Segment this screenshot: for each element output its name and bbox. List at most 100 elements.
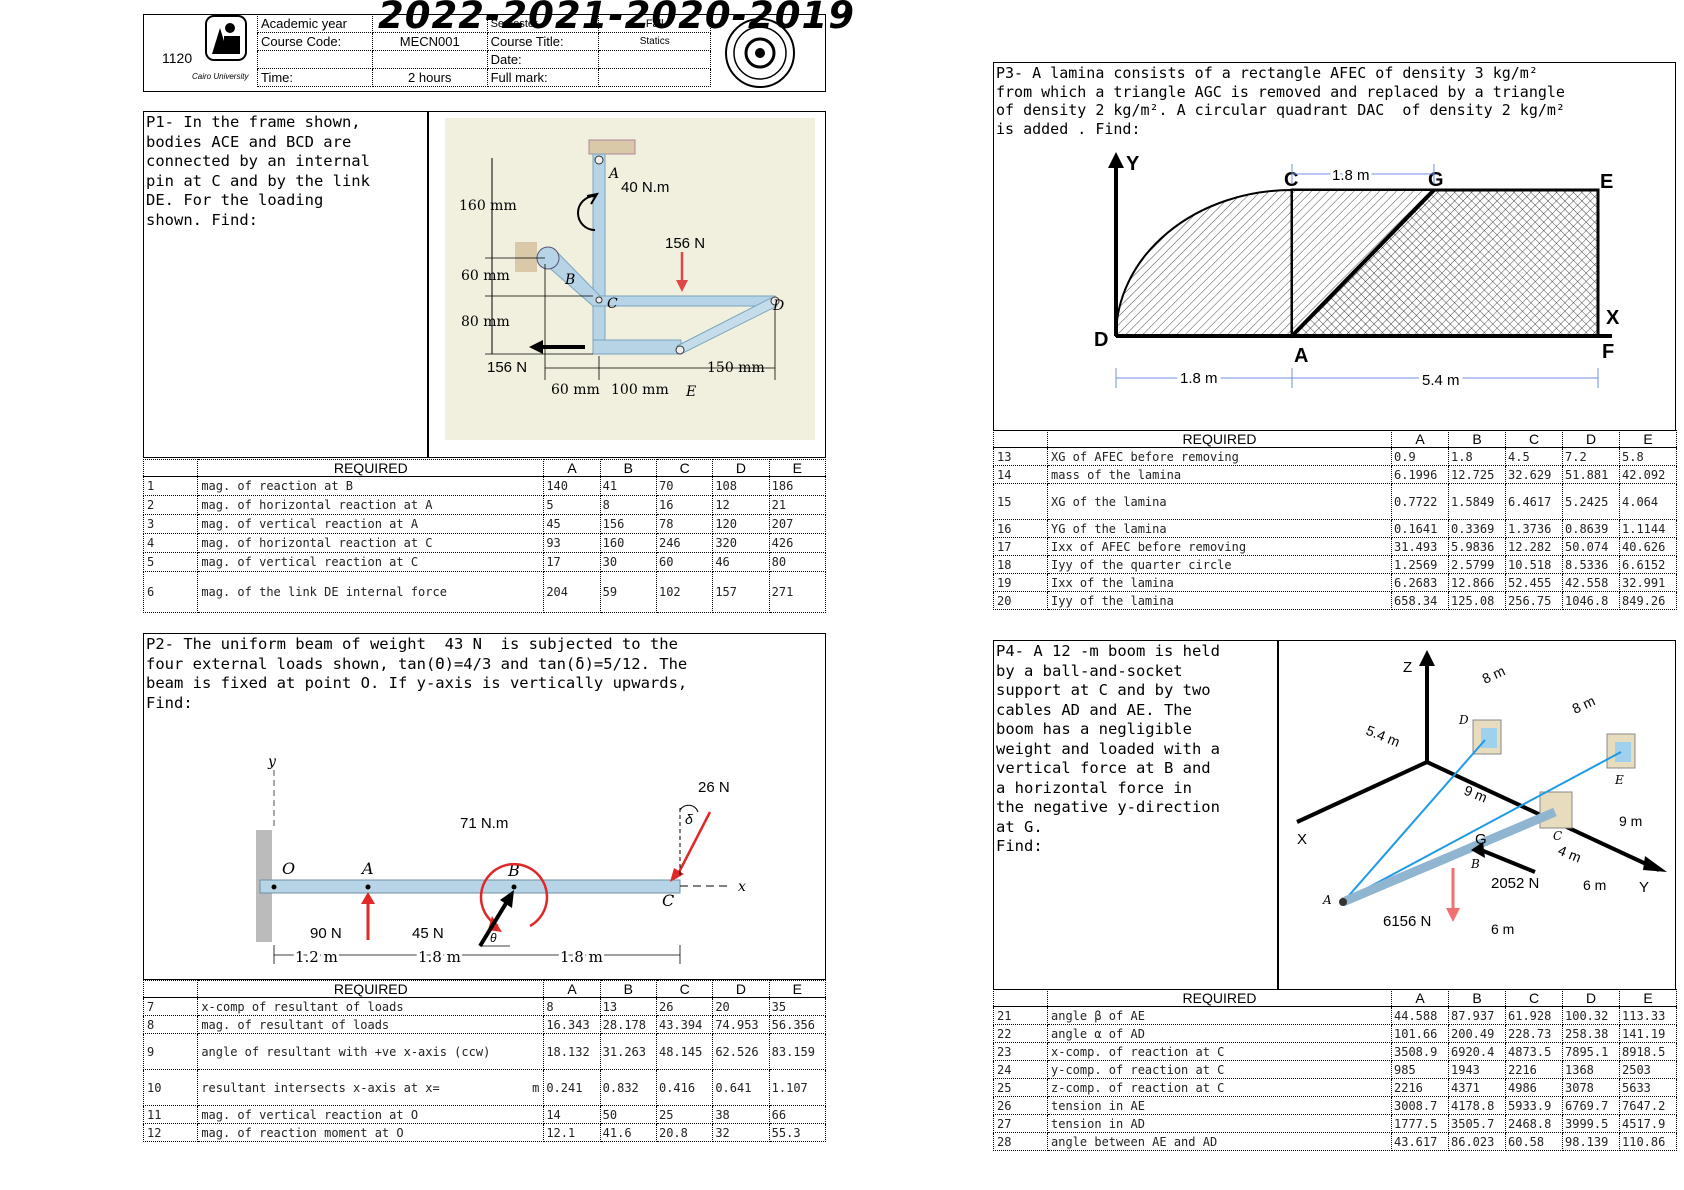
answer-value: 12.725: [1448, 465, 1506, 484]
answer-value: 44.588: [1391, 1006, 1449, 1025]
answer-value: 7647.2: [1619, 1096, 1677, 1115]
answer-value: 55.3: [768, 1123, 827, 1142]
required-item: mag. of horizontal reaction at A: [197, 495, 545, 515]
p1-moment-label: 40 N.m: [621, 179, 669, 196]
answer-value: 3505.7: [1448, 1114, 1506, 1133]
required-item: resultant intersects x-axis at x=m: [197, 1069, 545, 1106]
answer-value: 5633: [1619, 1078, 1677, 1097]
p1-divider: [427, 111, 429, 458]
required-item: YG of the lamina: [1047, 519, 1392, 538]
faculty-logo: [205, 15, 247, 61]
answer-value: 200.49: [1448, 1024, 1506, 1043]
answer-value: 4178.8: [1448, 1096, 1506, 1115]
col-e: E: [768, 459, 827, 477]
col-a: A: [543, 980, 601, 998]
required-header: REQUIRED: [197, 459, 545, 477]
col-a: A: [543, 459, 601, 477]
answer-value: 45: [543, 514, 601, 534]
answer-value: 31.263: [599, 1033, 657, 1070]
answer-value: 6.1996: [1391, 465, 1449, 484]
course-code: MECN001: [371, 32, 488, 51]
p3-label-Y: Y: [1126, 153, 1140, 175]
p3-label-A: A: [1294, 345, 1308, 367]
p2-beam-figure: y x O A B C 71 N.m 26 N δ 90 N 45 N θ 1.…: [256, 754, 746, 969]
p2-label-y: y: [267, 754, 277, 770]
answer-value: 2468.8: [1505, 1114, 1563, 1133]
required-item: mag. of resultant of loads: [197, 1015, 545, 1034]
answer-value: 32: [712, 1123, 770, 1142]
required-item: XG of AFEC before removing: [1047, 447, 1392, 466]
p1-dim-60b: 60 mm: [551, 382, 600, 398]
p2-label-C: C: [662, 891, 674, 910]
required-item: y-comp. of reaction at C: [1047, 1060, 1392, 1079]
p4-dim-4: 4 m: [1556, 842, 1584, 866]
answer-value: 256.75: [1505, 591, 1563, 610]
p1-label-A: A: [607, 166, 619, 182]
answer-value: 98.139: [1562, 1132, 1620, 1151]
answer-value: 13: [599, 997, 657, 1016]
answer-value: 38: [712, 1105, 770, 1124]
p1-label-C: C: [607, 296, 618, 312]
p3-dim-top: 1.8 m: [1332, 167, 1370, 184]
answer-value: 18.132: [543, 1033, 601, 1070]
answer-value: 6.6152: [1619, 555, 1677, 574]
p4-statement: P4- A 12 -m boom is held by a ball-and-s…: [996, 642, 1220, 855]
col-c: C: [655, 980, 714, 998]
answer-value: 0.641: [712, 1069, 770, 1106]
p1-label-D: D: [772, 298, 784, 314]
col-d: D: [1562, 430, 1620, 448]
answer-value: 6.2683: [1391, 573, 1449, 592]
answer-value: 52.455: [1505, 573, 1563, 592]
answer-value: 658.34: [1391, 591, 1449, 610]
course-code-label: Course Code:: [257, 32, 373, 51]
answer-value: 3508.9: [1391, 1042, 1449, 1061]
row-number: 11: [142, 1105, 199, 1124]
required-item: x-comp. of reaction at C: [1047, 1042, 1392, 1061]
p2-label-x: x: [738, 879, 746, 895]
answer-value: 1046.8: [1562, 591, 1620, 610]
col-e: E: [1619, 989, 1677, 1007]
p3-label-D: D: [1094, 329, 1108, 351]
row-number: 9: [142, 1033, 199, 1070]
row-number: 6: [142, 571, 199, 613]
answer-value: 5: [543, 495, 601, 515]
row-number: 24: [993, 1060, 1048, 1079]
answer-value: 108: [712, 476, 770, 496]
answer-value: 110.86: [1619, 1132, 1677, 1151]
answer-value: 43.617: [1391, 1132, 1449, 1151]
col-b: B: [1448, 430, 1506, 448]
required-item: x-comp of resultant of loads: [197, 997, 545, 1016]
answer-value: 12.1: [543, 1123, 601, 1142]
answer-value: 5933.9: [1505, 1096, 1563, 1115]
answer-value: 83.159: [768, 1033, 827, 1070]
answer-value: 0.832: [599, 1069, 657, 1106]
p1-label-B: B: [564, 272, 575, 288]
answer-value: 78: [655, 514, 714, 534]
answer-value: 1943: [1448, 1060, 1506, 1079]
required-item: mag. of the link DE internal force: [197, 571, 545, 613]
p2-force-90-label: 90 N: [310, 925, 342, 942]
answer-value: 1.1144: [1619, 519, 1677, 538]
answer-value: 1.107: [768, 1069, 827, 1106]
col-c: C: [1505, 989, 1563, 1007]
row-number: 5: [142, 552, 199, 572]
row-number: 14: [993, 465, 1048, 484]
required-item: tension in AD: [1047, 1114, 1392, 1133]
row-number: 16: [993, 519, 1048, 538]
col-b: B: [1448, 989, 1506, 1007]
row-number: 26: [993, 1096, 1048, 1115]
row-number: 19: [993, 573, 1048, 592]
required-item: mag. of vertical reaction at A: [197, 514, 545, 534]
p2-statement: P2- The uniform beam of weight 43 N is s…: [146, 635, 688, 712]
answer-value: 1.8: [1448, 447, 1506, 466]
row-number: 4: [142, 533, 199, 553]
answer-value: 48.145: [655, 1033, 714, 1070]
